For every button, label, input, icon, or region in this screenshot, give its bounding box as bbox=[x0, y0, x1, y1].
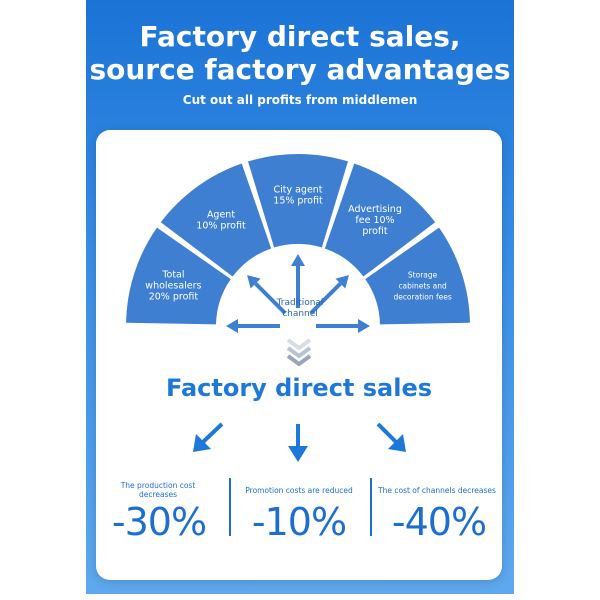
radial-arrow-icon-3 bbox=[291, 254, 305, 308]
center-label-line-1: Traditional bbox=[276, 298, 324, 308]
traditional-channel-label: Traditional channel bbox=[250, 298, 350, 320]
center-label-line-2: channel bbox=[282, 309, 318, 319]
radial-arrow-icon-1 bbox=[226, 319, 280, 333]
fan-segment-1-label-line-1: Total bbox=[161, 270, 184, 281]
fan-segment-3-label-line-2: 15% profit bbox=[273, 196, 323, 207]
divider-2 bbox=[370, 478, 372, 536]
stat-2-value: -10% bbox=[251, 500, 347, 544]
fan-segment-2-label-line-1: Agent bbox=[207, 210, 235, 221]
fan-segment-4-label-line-1: Advertising bbox=[348, 204, 402, 215]
fan-segment-5-label-line-1: Storage bbox=[408, 271, 438, 280]
fan-segment-1-label-line-3: 20% profit bbox=[149, 292, 199, 303]
fan-segment-3-label-line-1: City agent bbox=[273, 185, 322, 196]
chevron-down-icon bbox=[286, 338, 312, 367]
panel-bottom-strip bbox=[86, 594, 514, 600]
stat-3-label-line-1: The cost of channels decreases bbox=[378, 486, 496, 495]
fan-segment-5-label-line-3: decoration fees bbox=[393, 293, 451, 302]
stat-2-label: Promotion costs are reduced bbox=[232, 486, 366, 495]
fan-segment-4 bbox=[324, 163, 436, 277]
arrow-down-icon bbox=[288, 424, 308, 462]
headline-line-1: Factory direct sales, bbox=[139, 20, 461, 53]
fan-segment-2 bbox=[160, 163, 272, 277]
radial-arrow-icon-2 bbox=[247, 275, 287, 315]
fan-segment-2-label-line-2: 10% profit bbox=[196, 221, 246, 232]
divider-1 bbox=[229, 478, 231, 536]
fan-segment-4-label-line-3: profit bbox=[362, 226, 388, 237]
subtitle: Cut out all profits from middlemen bbox=[182, 93, 418, 107]
stat-1-label-line-1: The production cost bbox=[120, 481, 196, 490]
arrow-down-left-icon bbox=[193, 422, 224, 452]
radial-arrow-icon-5 bbox=[316, 319, 370, 333]
stat-2-label-line-1: Promotion costs are reduced bbox=[245, 486, 353, 495]
stat-1-label-line-2: decreases bbox=[138, 490, 178, 499]
fan-segment-5 bbox=[365, 227, 470, 325]
fan-segment-1 bbox=[126, 227, 231, 325]
headline-line-2: source factory advantages bbox=[89, 53, 511, 86]
stat-3-label: The cost of channels decreases bbox=[372, 486, 502, 495]
radial-arrow-icon-4 bbox=[309, 275, 349, 315]
fan-segment-5-label-line-2: cabinets and bbox=[398, 282, 447, 291]
factory-direct-title: Factory direct sales bbox=[165, 374, 433, 402]
fan-segment-3 bbox=[247, 153, 349, 248]
fan-segment-1-label-line-2: wholesalers bbox=[145, 281, 201, 292]
stat-1-label: The production cost decreases bbox=[106, 481, 210, 499]
stat-3-value: -40% bbox=[391, 500, 487, 544]
stat-1-value: -30% bbox=[111, 500, 207, 544]
arrow-down-right-icon bbox=[376, 422, 406, 452]
fan-segment-4-label-line-2: fee 10% bbox=[355, 215, 394, 226]
